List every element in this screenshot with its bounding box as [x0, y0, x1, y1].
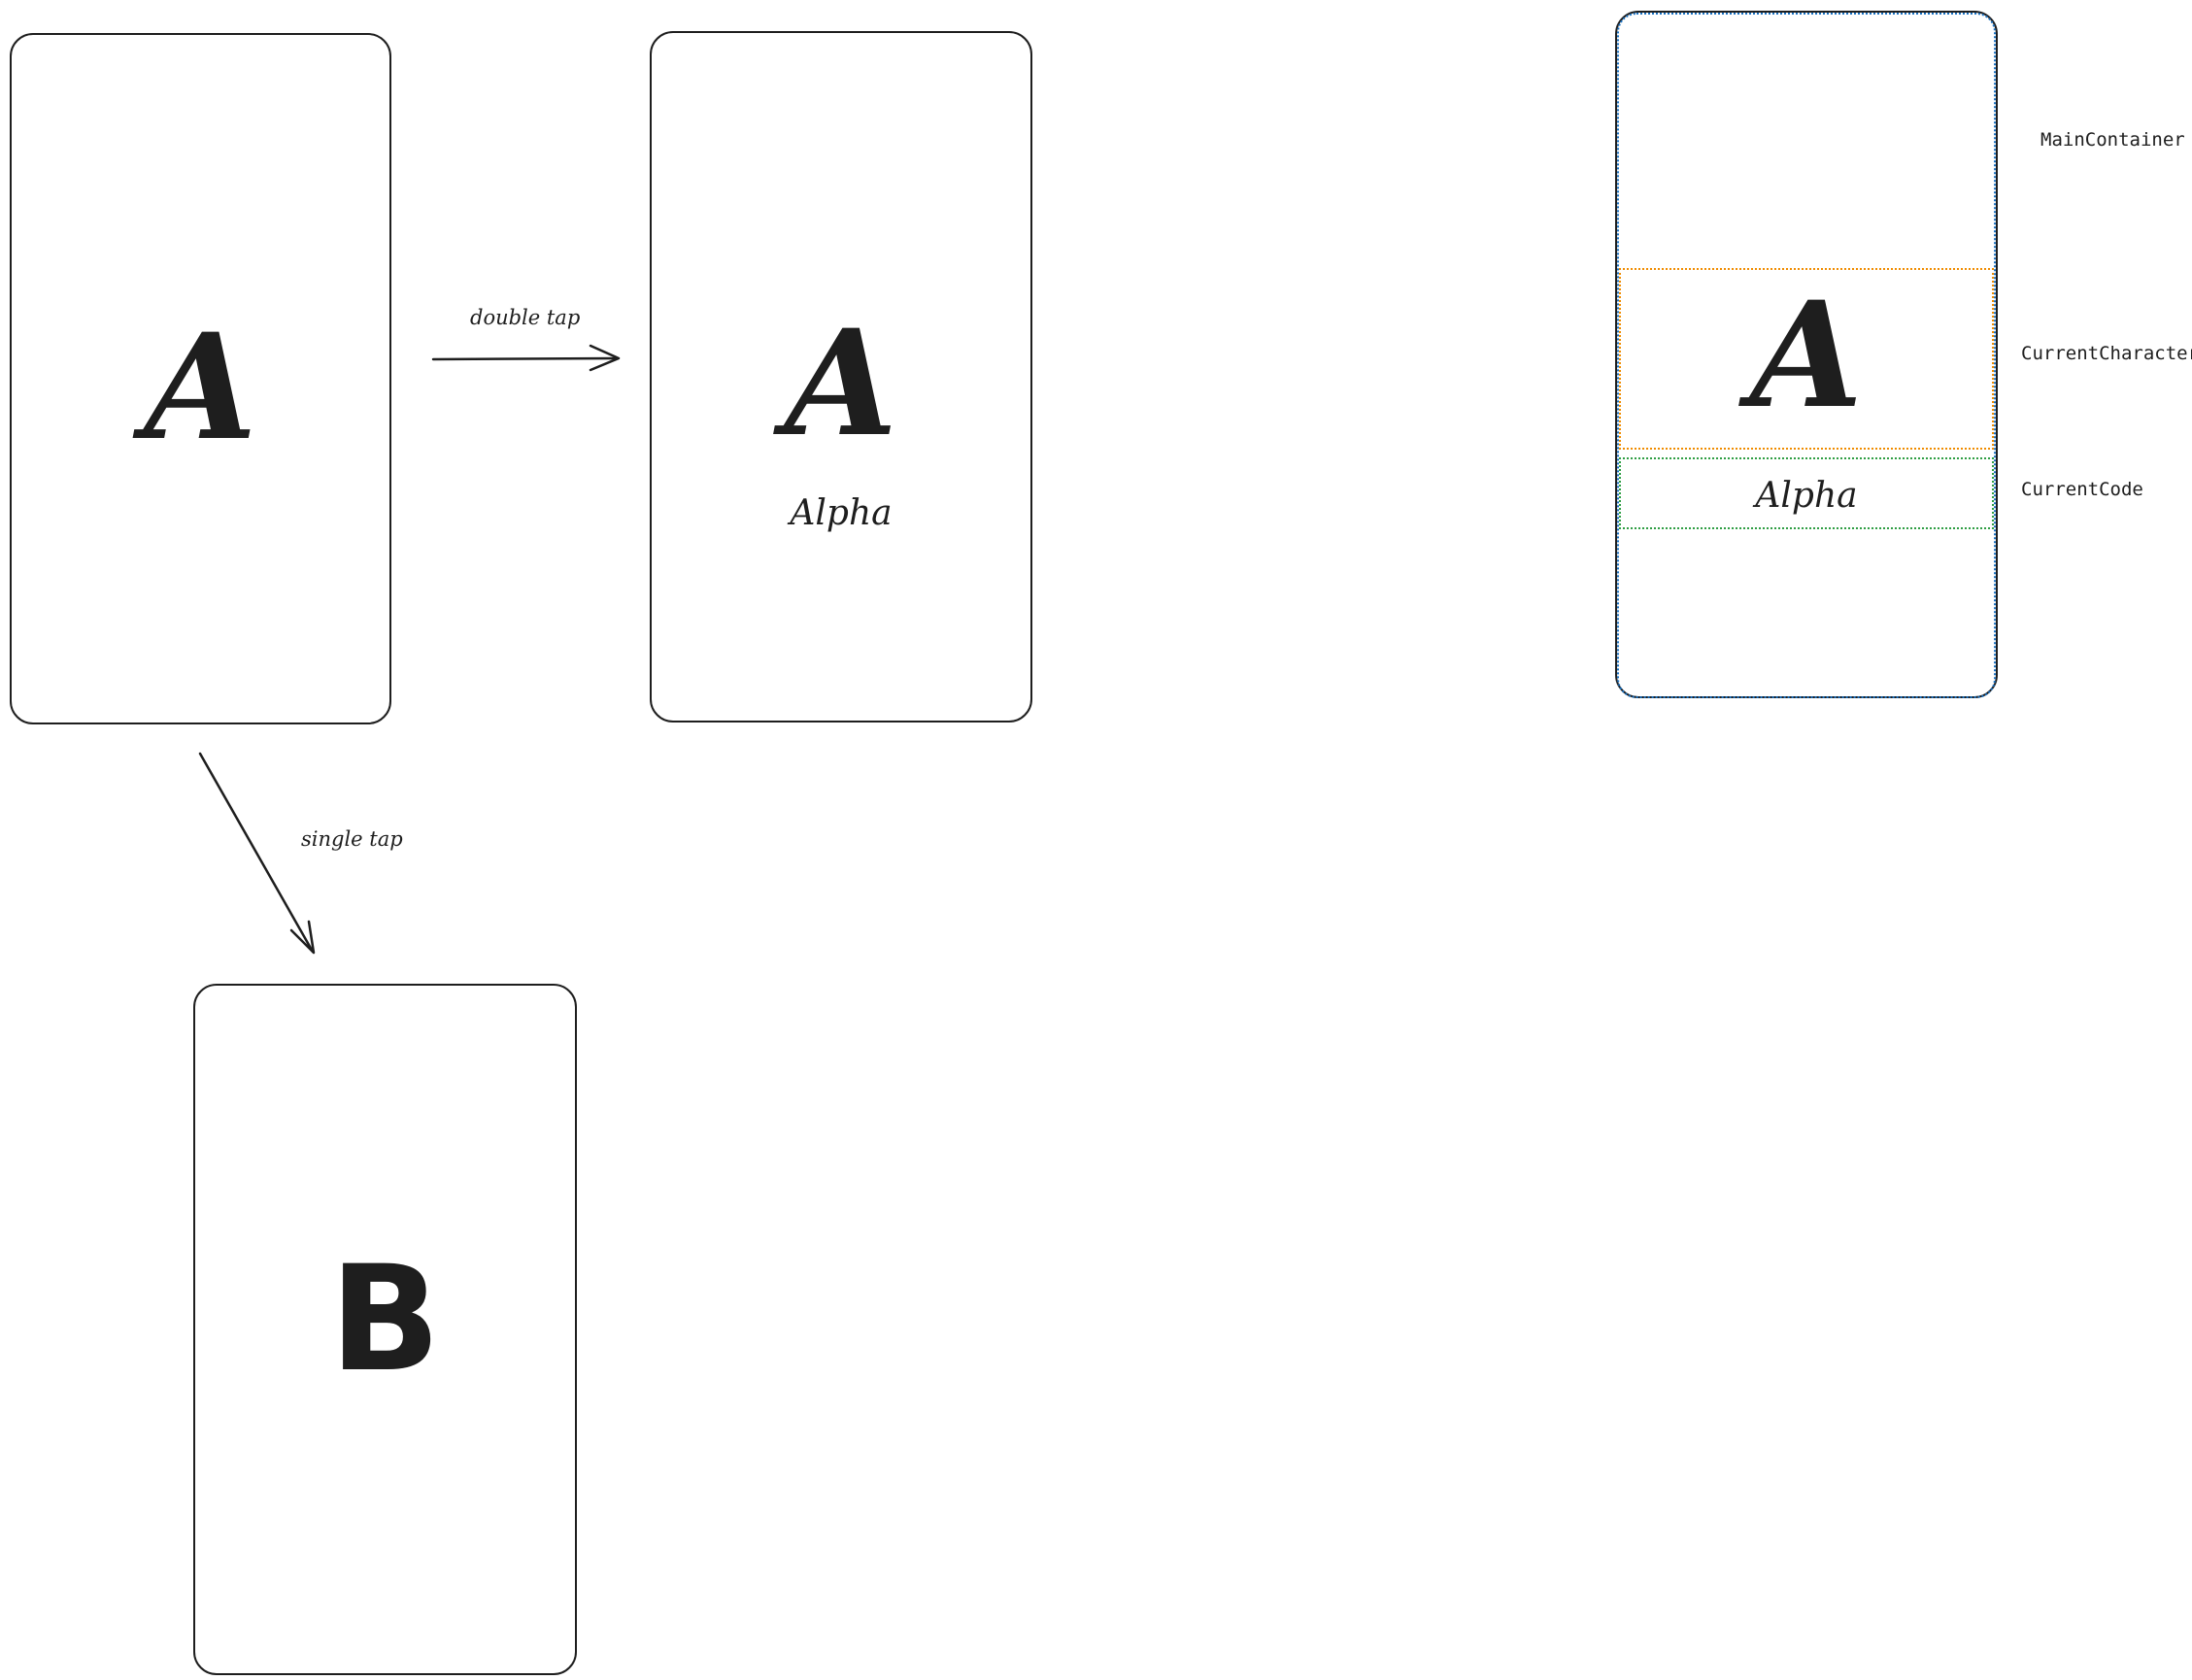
- current-code: Alpha: [1755, 476, 1858, 516]
- double-tap-arrow: [431, 344, 621, 372]
- current-character: A: [1749, 270, 1864, 441]
- double-tap-label: double tap: [470, 306, 581, 329]
- current-character: A: [144, 302, 257, 473]
- screen-start[interactable]: A: [10, 33, 391, 724]
- current-character-label: CurrentCharacter: [2021, 343, 2192, 364]
- single-tap-label: single tap: [301, 827, 403, 851]
- main-container-label: MainContainer: [2040, 129, 2185, 151]
- current-code-outline: [1619, 457, 1994, 529]
- current-character-outline: [1619, 268, 1994, 450]
- screen-single-tap-result[interactable]: B: [193, 984, 577, 1675]
- layout-reference-card: A Alpha: [1615, 11, 1998, 698]
- screen-double-tap-result[interactable]: A Alpha: [650, 31, 1032, 722]
- current-code-label: CurrentCode: [2021, 479, 2143, 500]
- single-tap-arrow: [198, 752, 316, 955]
- main-container-outline: [1617, 13, 1996, 698]
- current-character: A: [784, 298, 898, 469]
- current-code: Alpha: [790, 493, 893, 533]
- current-character: B: [329, 1235, 441, 1404]
